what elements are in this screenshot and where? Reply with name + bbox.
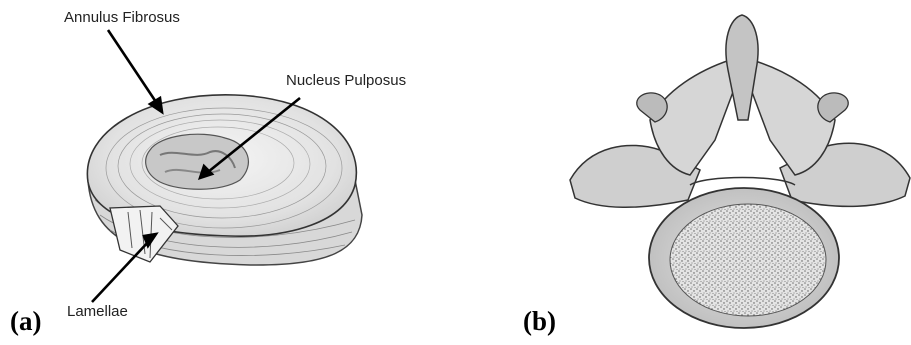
- left-articular-process: [637, 93, 667, 122]
- vertebra-illustration: [570, 15, 910, 328]
- spinous-process: [726, 15, 758, 120]
- vertebral-body-cancellous: [670, 204, 826, 316]
- panel-letter-a: (a): [10, 306, 41, 337]
- annulus-arrow: [108, 30, 158, 105]
- vertebral-foramen: [690, 178, 795, 186]
- label-nucleus-pulposus: Nucleus Pulposus: [286, 72, 406, 89]
- nucleus-pulposus-shape: [146, 134, 249, 189]
- panel-letter-b: (b): [523, 306, 556, 337]
- label-annulus-fibrosus: Annulus Fibrosus: [64, 9, 180, 26]
- right-articular-process: [818, 93, 848, 122]
- label-lamellae: Lamellae: [67, 303, 128, 320]
